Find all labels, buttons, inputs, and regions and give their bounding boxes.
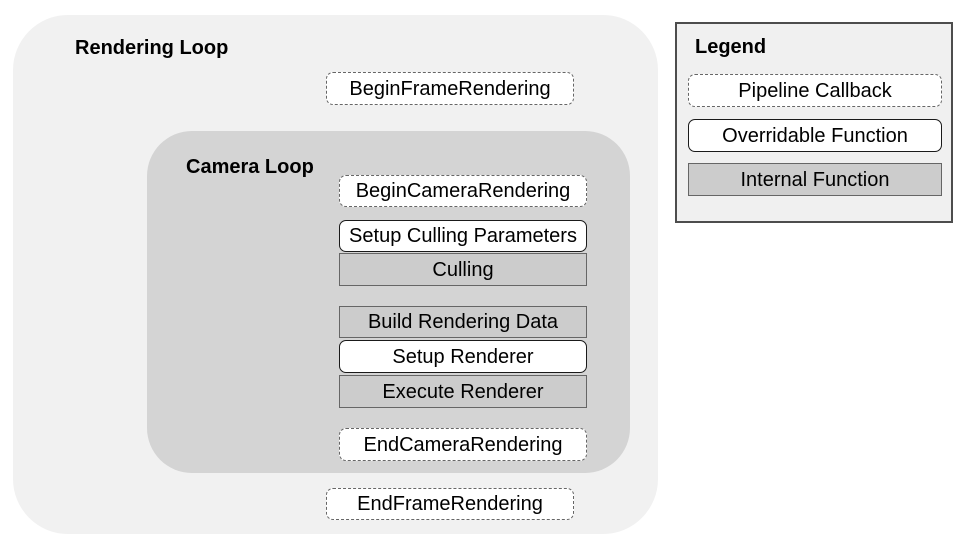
- node-culling: Culling: [339, 253, 587, 286]
- node-build-rendering-data: Build Rendering Data: [339, 306, 587, 338]
- legend-item-pipeline-callback: Pipeline Callback: [688, 74, 942, 107]
- node-end-camera-rendering: EndCameraRendering: [339, 428, 587, 461]
- legend-panel: Legend Pipeline Callback Overridable Fun…: [675, 22, 953, 223]
- node-begin-frame-rendering: BeginFrameRendering: [326, 72, 574, 105]
- node-execute-renderer: Execute Renderer: [339, 375, 587, 408]
- rendering-loop-title: Rendering Loop: [75, 37, 229, 59]
- rendering-loop-container: Rendering Loop BeginFrameRendering Camer…: [13, 15, 658, 534]
- node-setup-renderer: Setup Renderer: [339, 340, 587, 373]
- node-setup-culling-parameters: Setup Culling Parameters: [339, 220, 587, 252]
- node-end-frame-rendering: EndFrameRendering: [326, 488, 574, 520]
- legend-item-internal-function: Internal Function: [688, 163, 942, 196]
- camera-loop-title: Camera Loop: [186, 156, 314, 178]
- legend-title: Legend: [695, 36, 767, 58]
- node-begin-camera-rendering: BeginCameraRendering: [339, 175, 587, 207]
- camera-loop-container: Camera Loop BeginCameraRendering Setup C…: [147, 131, 630, 473]
- legend-item-overridable-function: Overridable Function: [688, 119, 942, 152]
